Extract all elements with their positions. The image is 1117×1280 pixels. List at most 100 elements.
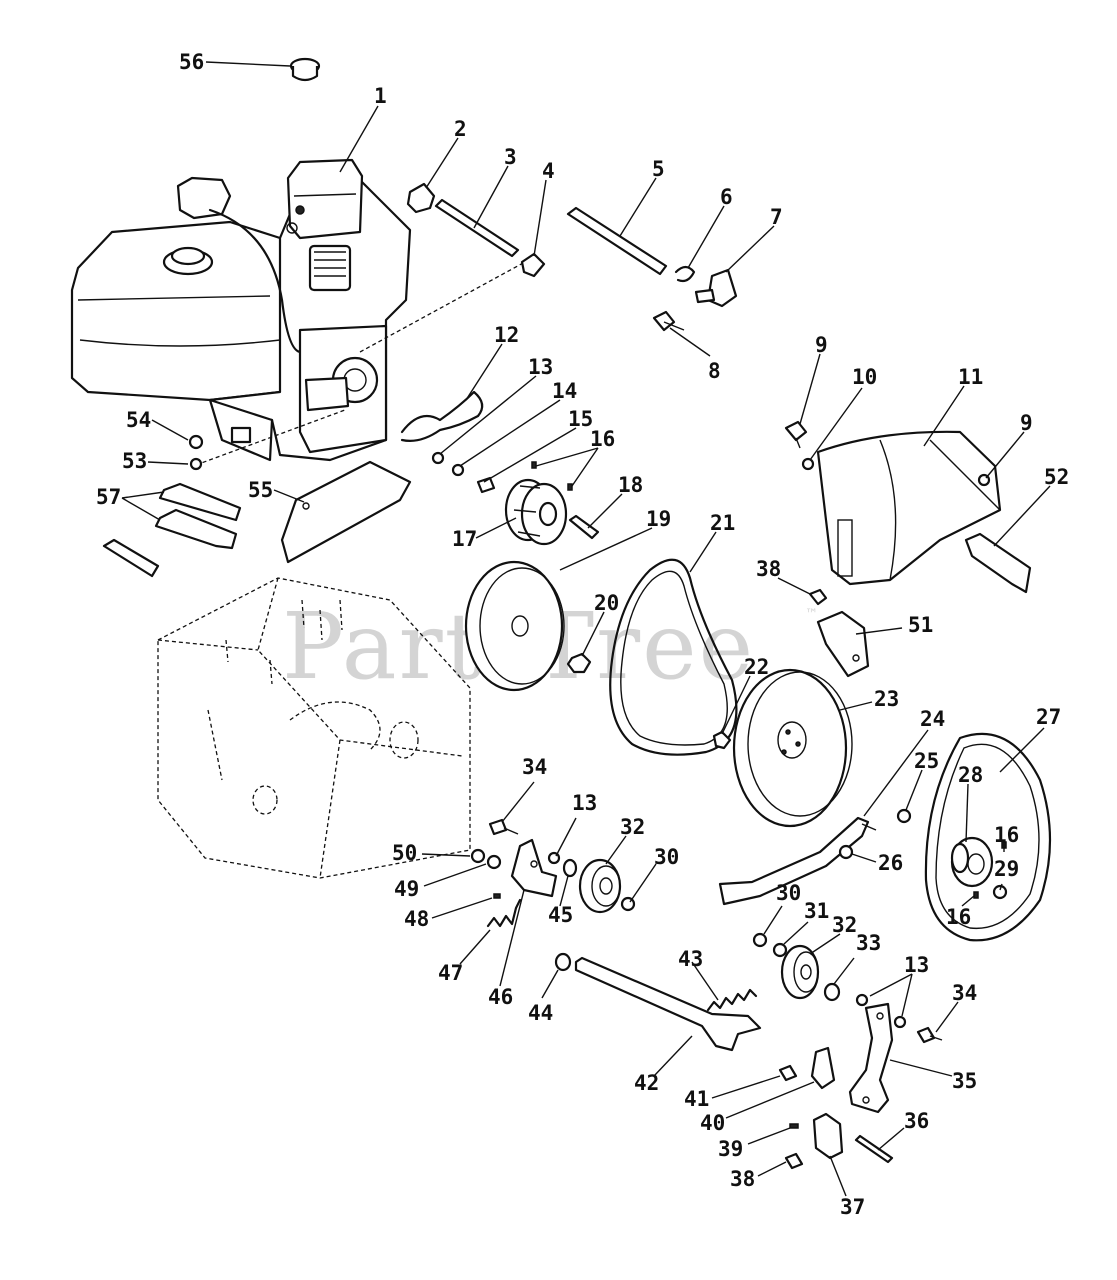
callout-36: 36 xyxy=(904,1109,929,1133)
part-5-rod xyxy=(566,206,668,276)
part-49-washer xyxy=(486,854,502,870)
callout-34a: 34 xyxy=(522,755,547,779)
callout-13c: 13 xyxy=(904,953,929,977)
part-11-belt-guard xyxy=(816,430,1002,586)
part-43-spring xyxy=(706,988,758,1012)
callout-18: 18 xyxy=(618,473,643,497)
callout-12: 12 xyxy=(494,323,519,347)
callout-7: 7 xyxy=(770,205,783,229)
part-29-nut xyxy=(992,884,1008,900)
callout-54: 54 xyxy=(126,408,151,432)
callout-20: 20 xyxy=(594,591,619,615)
part-31-washer xyxy=(772,942,788,958)
part-33-spacer xyxy=(823,982,841,1002)
part-45-spacer xyxy=(562,858,578,878)
callout-47: 47 xyxy=(438,961,463,985)
callout-30b: 30 xyxy=(776,881,801,905)
part-34-bolt-b xyxy=(916,1026,943,1044)
part-26-nut xyxy=(838,844,854,860)
part-48-pin xyxy=(493,893,501,899)
callout-10: 10 xyxy=(852,365,877,389)
part-42-control-rod xyxy=(574,956,762,1052)
callout-38b: 38 xyxy=(730,1167,755,1191)
callout-16b: 16 xyxy=(994,823,1019,847)
callout-35: 35 xyxy=(952,1069,977,1093)
part-4-elbow xyxy=(520,252,546,278)
part-12-spring xyxy=(400,390,484,442)
callout-5: 5 xyxy=(652,157,665,181)
callout-33: 33 xyxy=(856,931,881,955)
part-47-spring xyxy=(486,898,522,928)
part-20-nut xyxy=(566,652,592,674)
callout-22: 22 xyxy=(744,655,769,679)
callout-48: 48 xyxy=(404,907,429,931)
callout-8: 8 xyxy=(708,359,721,383)
part-8-bolt xyxy=(652,310,685,332)
part-55-plate xyxy=(280,460,412,564)
part-stud-bolt xyxy=(102,538,160,578)
callout-labels: 56 1 2 3 4 5 6 7 8 9 10 11 9 52 12 13 14… xyxy=(96,50,1069,1219)
part-44-bushing xyxy=(554,952,572,972)
part-53-washer xyxy=(189,457,203,471)
callout-25: 25 xyxy=(914,749,939,773)
part-28-pulley xyxy=(950,836,994,888)
callout-39: 39 xyxy=(718,1137,743,1161)
callout-28: 28 xyxy=(958,763,983,787)
callout-34b: 34 xyxy=(952,981,977,1005)
part-35-bracket xyxy=(848,1002,894,1114)
part-16-setscrew xyxy=(531,461,573,491)
callout-32a: 32 xyxy=(620,815,645,839)
part-52-bracket xyxy=(964,532,1032,594)
part-21-belt xyxy=(609,558,738,756)
callout-19: 19 xyxy=(646,507,671,531)
callout-21: 21 xyxy=(710,511,735,535)
part-51-bracket xyxy=(816,610,870,678)
part-41-screw xyxy=(778,1064,798,1082)
callout-43: 43 xyxy=(678,947,703,971)
callout-52: 52 xyxy=(1044,465,1069,489)
part-7-bracket xyxy=(694,268,738,308)
callout-41: 41 xyxy=(684,1087,709,1111)
callout-6: 6 xyxy=(720,185,733,209)
watermark-trademark: ™ xyxy=(805,607,818,622)
callout-9a: 9 xyxy=(815,333,828,357)
part-14-washer xyxy=(451,463,465,477)
part-9-bolt xyxy=(784,420,808,449)
part-13-washer-c xyxy=(855,993,907,1029)
part-15-bolt xyxy=(476,476,496,494)
engine xyxy=(70,158,412,462)
part-39-pin xyxy=(789,1123,799,1129)
callout-27: 27 xyxy=(1036,705,1061,729)
callout-51: 51 xyxy=(908,613,933,637)
callout-37: 37 xyxy=(840,1195,865,1219)
callout-2: 2 xyxy=(454,117,467,141)
part-34-bolt xyxy=(488,818,519,836)
callout-49: 49 xyxy=(394,877,419,901)
part-18-key xyxy=(568,514,600,540)
callout-57: 57 xyxy=(96,485,121,509)
callout-23: 23 xyxy=(874,687,899,711)
part-32-pulley xyxy=(578,858,622,914)
callout-56: 56 xyxy=(179,50,204,74)
part-25-nut xyxy=(896,808,912,824)
callout-3: 3 xyxy=(504,145,517,169)
part-10-nut xyxy=(801,457,815,471)
callout-14: 14 xyxy=(552,379,577,403)
callout-11: 11 xyxy=(958,365,983,389)
callout-50: 50 xyxy=(392,841,417,865)
callout-46: 46 xyxy=(488,985,513,1009)
part-56-cap xyxy=(289,57,321,82)
callout-32b: 32 xyxy=(832,913,857,937)
callout-24: 24 xyxy=(920,707,945,731)
part-30-nut-b xyxy=(752,932,768,948)
callout-4: 4 xyxy=(542,159,555,183)
callout-1: 1 xyxy=(374,84,387,108)
callout-30a: 30 xyxy=(654,845,679,869)
callout-55: 55 xyxy=(248,478,273,502)
callout-31: 31 xyxy=(804,899,829,923)
callout-16a: 16 xyxy=(590,427,615,451)
part-54-nut xyxy=(188,434,204,450)
part-46-arm xyxy=(510,838,558,898)
callout-15: 15 xyxy=(568,407,593,431)
part-2-nut xyxy=(406,182,436,214)
